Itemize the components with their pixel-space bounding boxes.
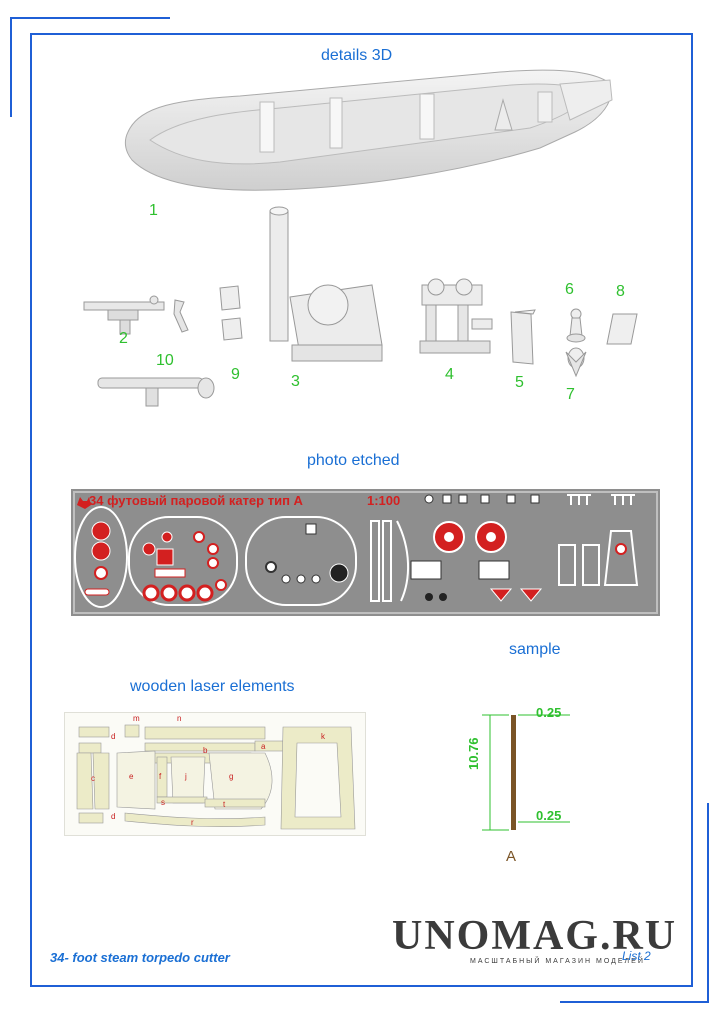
part-number-10: 10 xyxy=(156,352,174,369)
box-part-5 xyxy=(510,309,536,365)
length-dimension: 10.76 xyxy=(466,737,481,770)
fitting-part-9 xyxy=(219,285,243,341)
sample-label: A xyxy=(506,848,517,865)
part-number-3: 3 xyxy=(291,373,300,390)
boiler-part xyxy=(269,206,383,362)
photo-etched-fret: 34 футовый паровой катер тип А 1:100 xyxy=(71,489,660,616)
wood-label-t: t xyxy=(223,800,226,809)
frame-right-outer xyxy=(707,803,709,1003)
part-number-7: 7 xyxy=(566,386,575,403)
frame-right xyxy=(691,33,693,986)
wood-label-c: c xyxy=(91,774,95,783)
bottom-dimension: 0.25 xyxy=(536,808,562,823)
part-6 xyxy=(566,308,586,343)
torpedo-launcher-part xyxy=(83,295,189,335)
part-number-8: 8 xyxy=(616,283,625,300)
logo-tagline: МАСШТАБНЫЙ МАГАЗИН МОДЕЛЕЙ xyxy=(470,958,645,965)
frame-bottom-outer xyxy=(560,1001,709,1003)
wood-label-e: e xyxy=(129,772,134,781)
part-number-6: 6 xyxy=(565,281,574,298)
part-number-4: 4 xyxy=(445,366,454,383)
engine-part xyxy=(419,278,493,354)
wood-label-m: m xyxy=(133,714,140,723)
frame-left xyxy=(30,33,32,986)
wood-label-s: s xyxy=(161,798,165,807)
list-label: List 2 xyxy=(622,949,651,963)
frame-bottom xyxy=(30,985,693,987)
wood-label-n: n xyxy=(177,714,181,723)
details-heading: details 3D xyxy=(321,47,393,64)
part-number-2: 2 xyxy=(119,330,128,347)
sample-heading: sample xyxy=(509,641,561,658)
wood-label-j: j xyxy=(184,772,187,781)
wood-label-d: d xyxy=(111,732,115,741)
wood-label-d2: d xyxy=(111,812,115,821)
frame-left-outer xyxy=(10,17,12,117)
frame-top xyxy=(30,33,693,35)
wood-label-b: b xyxy=(203,746,208,755)
logo-name: UNOMAG.RU xyxy=(392,913,678,959)
part-8 xyxy=(606,313,638,345)
wood-label-k: k xyxy=(321,732,326,741)
wood-label-g: g xyxy=(229,772,233,781)
part-number-1: 1 xyxy=(149,202,158,219)
wood-label-a: a xyxy=(261,742,266,751)
sample-strip xyxy=(511,715,516,830)
wood-heading: wooden laser elements xyxy=(130,678,295,695)
wooden-laser-sheet: m n d b a k c e f j g s t d r xyxy=(64,712,366,836)
frame-top-left xyxy=(10,17,170,19)
top-dimension: 0.25 xyxy=(536,705,562,720)
photo-etched-heading: photo etched xyxy=(307,452,400,469)
gun-part-10 xyxy=(97,377,215,407)
wood-label-r: r xyxy=(191,818,194,827)
sample-drawing xyxy=(482,714,570,831)
propeller-part xyxy=(565,347,587,378)
hull-part xyxy=(124,69,613,191)
part-number-5: 5 xyxy=(515,374,524,391)
wood-label-f: f xyxy=(159,772,162,781)
fret-title: 34 футовый паровой катер тип А xyxy=(89,493,304,508)
part-number-9: 9 xyxy=(231,366,240,383)
footer-title: 34- foot steam torpedo cutter xyxy=(50,950,230,965)
fret-scale: 1:100 xyxy=(367,493,400,508)
